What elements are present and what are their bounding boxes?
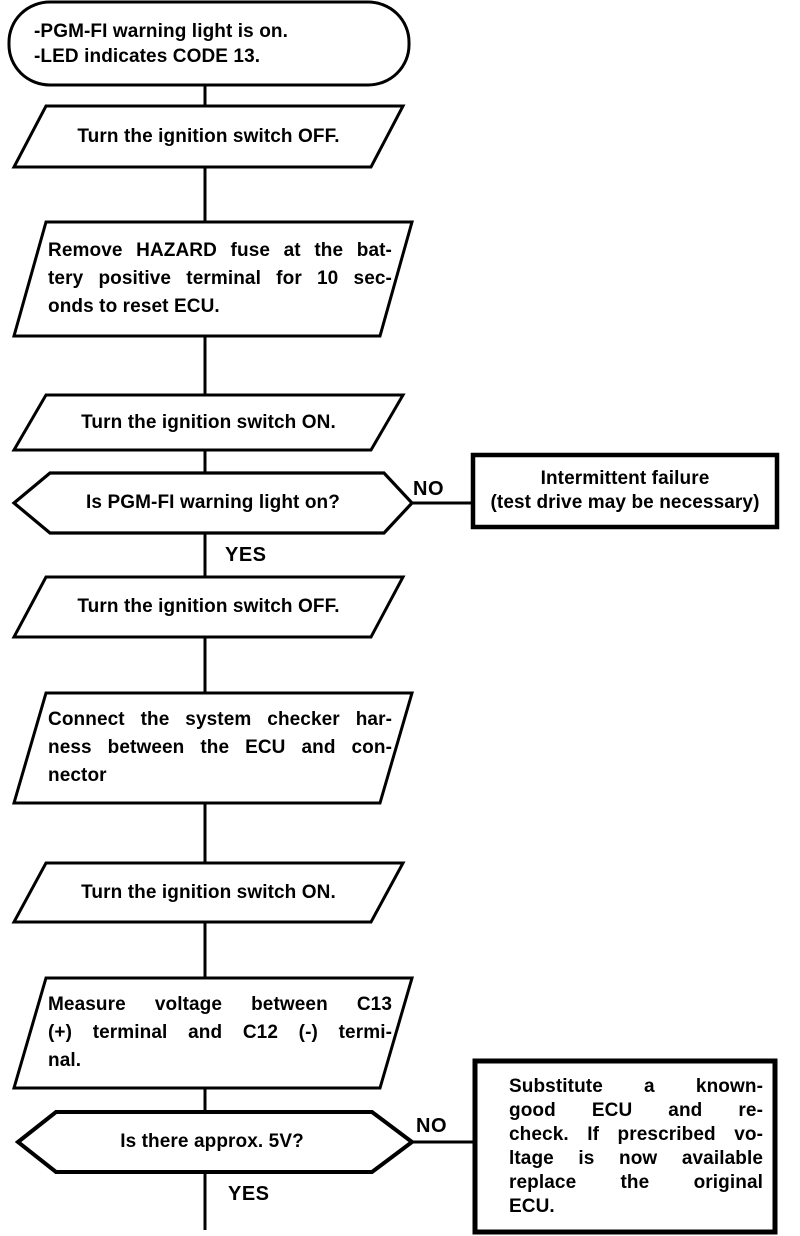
decision2-yes-label: YES	[228, 1183, 270, 1205]
ignition-off-2-parallelogram	[11, 575, 406, 639]
warning-light-question-text: Is PGM-FI warning light on?	[86, 492, 340, 513]
start-terminator-lines: -PGM-FI warning light is on. -LED indica…	[34, 19, 386, 69]
measure-voltage-line-1: Measure voltage between C13	[48, 994, 392, 1015]
ignition-on-1-text: Turn the ignition switch ON.	[81, 411, 336, 433]
connect-checker-text: Connect the system checker har- ness bet…	[48, 693, 392, 803]
remove-fuse-parallelogram	[12, 220, 414, 338]
substitute-ecu-line-4: ltage is now available	[509, 1147, 763, 1169]
start-line-1: -PGM-FI warning light is on.	[34, 20, 289, 42]
measure-voltage-parallelogram	[12, 976, 414, 1090]
ignition-off-1-text: Turn the ignition switch OFF.	[77, 125, 340, 147]
intermittent-failure-line-2: (test drive may be necessary)	[490, 492, 760, 513]
substitute-ecu-line-5: replace the original	[509, 1171, 763, 1193]
decision1-no-label: NO	[413, 478, 444, 500]
substitute-ecu-line-3: check. If prescribed vo-	[509, 1123, 763, 1145]
remove-fuse-line-1: Remove HAZARD fuse at the bat-	[48, 240, 392, 261]
connect-checker-line-3: nector	[48, 765, 107, 786]
ignition-off-1-parallelogram	[11, 104, 406, 169]
remove-fuse-lines: Remove HAZARD fuse at the bat- tery posi…	[48, 237, 392, 321]
substitute-ecu-line-2: good ECU and re-	[509, 1099, 763, 1121]
node-shapes	[7, 0, 780, 1235]
substitute-ecu-line-6: ECU.	[509, 1195, 555, 1217]
intermittent-failure-text: Intermittent failure (test drive may be …	[473, 455, 777, 527]
substitute-ecu-lines: Substitute a known- good ECU and re- che…	[509, 1075, 763, 1219]
start-line-2: -LED indicates CODE 13.	[34, 45, 261, 67]
remove-fuse-line-3: onds to reset ECU.	[48, 296, 220, 317]
start-terminator-shape	[7, 0, 411, 87]
connect-checker-line-2: ness between the ECU and con-	[48, 737, 392, 758]
connect-checker-parallelogram	[12, 691, 414, 805]
intermittent-failure-box	[470, 452, 780, 530]
ignition-on-2-text: Turn the ignition switch ON.	[81, 881, 336, 903]
measure-voltage-line-2: (+) terminal and C12 (-) termi-	[48, 1022, 392, 1043]
connector-lines	[203, 85, 477, 1230]
remove-fuse-text: Remove HAZARD fuse at the bat- tery posi…	[48, 222, 392, 336]
warning-light-decision-hexagon	[11, 471, 415, 535]
intermittent-failure-lines: Intermittent failure (test drive may be …	[473, 467, 777, 515]
substitute-ecu-text: Substitute a known- good ECU and re- che…	[509, 1061, 763, 1232]
decision1-yes-label: YES	[225, 544, 267, 566]
measure-voltage-line-3: nal.	[48, 1050, 82, 1071]
ignition-off-2-text: Turn the ignition switch OFF.	[77, 596, 340, 617]
substitute-ecu-line-1: Substitute a known-	[509, 1075, 763, 1097]
measure-voltage-lines: Measure voltage between C13 (+) terminal…	[48, 991, 392, 1075]
intermittent-failure-line-1: Intermittent failure	[540, 468, 710, 489]
approx-5v-question-text: Is there approx. 5V?	[120, 1131, 304, 1152]
measure-voltage-text: Measure voltage between C13 (+) terminal…	[48, 978, 392, 1088]
substitute-ecu-box	[472, 1058, 778, 1235]
connect-checker-lines: Connect the system checker har- ness bet…	[48, 706, 392, 790]
connect-checker-line-1: Connect the system checker har-	[48, 709, 392, 730]
ignition-on-2-parallelogram	[11, 861, 406, 924]
remove-fuse-line-2: tery positive terminal for 10 sec-	[48, 268, 392, 289]
approx-5v-decision-hexagon	[14, 1110, 416, 1174]
ignition-on-1-parallelogram	[11, 393, 406, 452]
start-terminator-text: -PGM-FI warning light is on. -LED indica…	[34, 2, 386, 85]
decision2-no-label: NO	[416, 1115, 447, 1137]
